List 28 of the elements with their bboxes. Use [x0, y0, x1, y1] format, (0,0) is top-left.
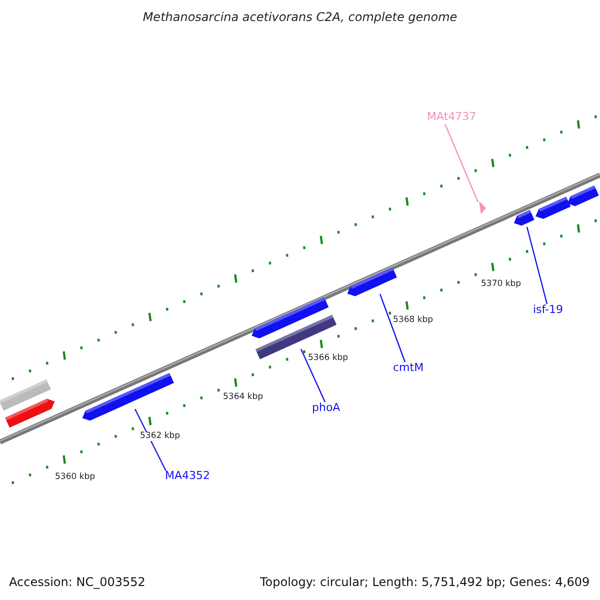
scale-label: 5364 kbp — [223, 393, 264, 402]
leader-line — [134, 408, 167, 472]
scale-label: 5368 kbp — [393, 316, 434, 324]
scale-label: 5360 kbp — [55, 473, 96, 482]
gene-feature — [514, 210, 534, 226]
gene-label: MAt4737 — [427, 111, 476, 122]
leader-line — [300, 348, 326, 402]
accession-text: Accession: NC_003552 — [9, 576, 146, 588]
gene-feature — [0, 379, 51, 411]
leader-line — [379, 294, 406, 362]
leader-line — [526, 226, 548, 304]
gene-label: phoA — [312, 402, 340, 413]
gene-feature — [82, 372, 174, 421]
scale-label: 5370 kbp — [481, 280, 522, 288]
diagram-title: Methanosarcina acetivorans C2A, complete genome — [142, 11, 458, 23]
gene-label: cmtM — [393, 362, 424, 373]
gene-feature — [567, 185, 599, 206]
gene-feature — [347, 267, 397, 296]
leader-line — [444, 124, 479, 202]
scale-label: 5366 kbp — [308, 354, 348, 362]
gene-feature — [536, 196, 571, 219]
gene-feature — [252, 297, 329, 338]
scale-label: 5362 kbp — [140, 432, 180, 440]
gene-label: isf-19 — [533, 304, 564, 315]
feature-marker — [479, 201, 486, 214]
genome-summary-text: Topology: circular; Length: 5,751,492 bp; Genes: 4,609 — [260, 576, 590, 588]
gene-label: MA4352 — [165, 470, 210, 481]
gene-feature — [5, 398, 55, 428]
